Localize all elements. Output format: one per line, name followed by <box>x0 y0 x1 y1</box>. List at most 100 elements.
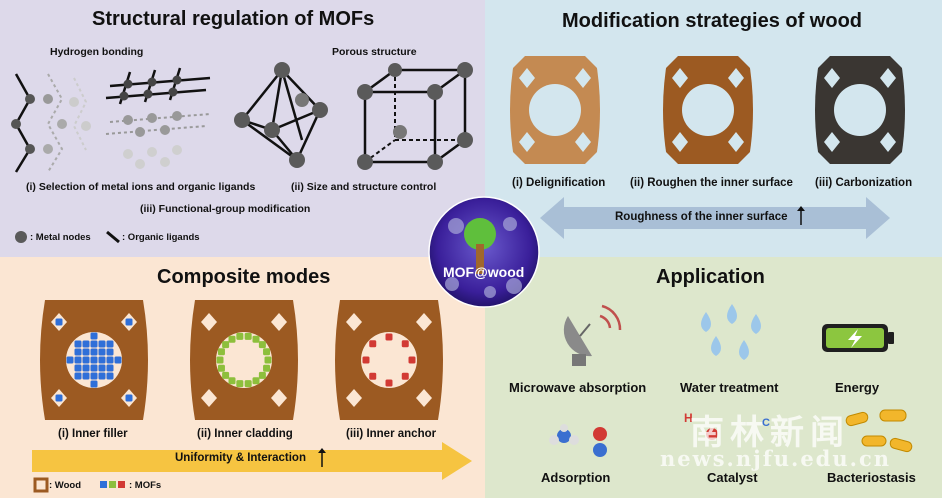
inner-anchor-figure <box>335 300 443 420</box>
bacteria-icon <box>845 409 913 453</box>
mof-particle-red <box>408 356 416 364</box>
mof-particle-green <box>244 332 252 340</box>
mof-particle-blue <box>106 372 114 380</box>
mof-particle-blue <box>74 340 82 348</box>
mof-particle-blue <box>90 356 98 364</box>
mof-particle-green <box>216 356 224 364</box>
mof-particle-blue <box>82 340 90 348</box>
mof-particle-blue <box>90 372 98 380</box>
catalyst-molecules-icon: H C <box>684 411 770 440</box>
application-item-microwave: Microwave absorption <box>509 380 647 395</box>
application-item-water: Water treatment <box>680 380 779 395</box>
hydrogen-bond-chains-figure <box>11 73 91 173</box>
mof-particle-blue <box>98 372 106 380</box>
mof-particle-green <box>222 371 230 379</box>
mof-particle-blue <box>55 318 63 326</box>
mof-particle-blue <box>98 340 106 348</box>
mof-particle-green <box>217 348 225 356</box>
mof-particle-green <box>264 356 272 364</box>
uniformity-up-arrow-icon <box>318 448 326 467</box>
mof-particle-blue <box>82 372 90 380</box>
battery-icon <box>822 324 894 352</box>
mof-particle-green <box>217 364 225 372</box>
mofs-legend-label: : MOFs <box>129 480 162 491</box>
carbonized-wood-figure <box>810 56 910 164</box>
mof-particle-green <box>244 380 252 388</box>
mof-particle-blue <box>106 364 114 372</box>
wood-item-carbonization: (iii) Carbonization <box>815 177 913 189</box>
mof-particle-blue <box>90 332 98 340</box>
mof-particle-green <box>236 380 244 388</box>
application-item-adsorption: Adsorption <box>541 470 611 485</box>
svg-text:C: C <box>762 417 770 429</box>
mof-particle-green <box>228 335 236 343</box>
mof-particle-blue <box>106 340 114 348</box>
mof-particle-green <box>263 364 271 372</box>
mof-particle-blue <box>125 394 133 402</box>
delignified-wood-figure <box>505 56 605 164</box>
mof-particle-blue <box>82 356 90 364</box>
mof-wood-center-circle <box>428 196 540 308</box>
wood-legend-icon <box>33 477 49 493</box>
mof-particle-blue <box>82 348 90 356</box>
inner-cladding-figure <box>190 300 298 420</box>
mof-particle-blue <box>74 348 82 356</box>
porous-structure-label: Porous structure <box>332 46 417 58</box>
organic-ligand-legend-icon <box>106 230 120 244</box>
wood-item-delignification: (i) Delignification <box>512 177 606 189</box>
mof-particle-blue <box>55 394 63 402</box>
mof-particle-blue <box>90 364 98 372</box>
layered-framework-figure <box>105 67 211 169</box>
mof-particle-red <box>385 333 393 341</box>
mofs-title: Structural regulation of MOFs <box>92 8 375 30</box>
mof-particle-red <box>369 372 377 380</box>
composite-title: Composite modes <box>157 266 331 288</box>
watermark-chinese: 南林新闻 <box>690 413 850 453</box>
octahedron-structure-figure <box>234 62 328 168</box>
inner-filler-figure <box>40 300 148 420</box>
mof-particle-red <box>369 340 377 348</box>
wood-title: Modification strategies of wood <box>562 10 863 32</box>
mof-particle-blue <box>98 348 106 356</box>
mof-particle-blue <box>66 356 74 364</box>
watermark-url: news.njfu.edu.cn <box>660 446 891 471</box>
mof-particle-blue <box>90 348 98 356</box>
mof-particle-blue <box>125 318 133 326</box>
hydrogen-bonding-label: Hydrogen bonding <box>50 46 144 58</box>
mof-particle-green <box>263 348 271 356</box>
uniformity-arrow <box>32 442 472 480</box>
roughened-wood-figure <box>658 56 758 164</box>
composite-item-anchor: (iii) Inner anchor <box>346 428 437 440</box>
application-item-energy: Energy <box>835 380 880 395</box>
center-label: MOF@wood <box>443 264 525 280</box>
mof-particle-green <box>228 377 236 385</box>
mof-particle-blue <box>90 340 98 348</box>
metal-nodes-legend-label: : Metal nodes <box>30 232 91 243</box>
mof-particle-red <box>385 379 393 387</box>
roughness-up-arrow-icon <box>797 206 805 225</box>
mof-particle-green <box>258 371 266 379</box>
mof-particle-red <box>401 340 409 348</box>
uniformity-arrow-label: Uniformity & Interaction <box>175 452 306 464</box>
mof-particle-green <box>236 332 244 340</box>
mof-particle-blue <box>90 380 98 388</box>
mof-particle-blue <box>82 364 90 372</box>
mof-particle-green <box>252 377 260 385</box>
mof-particle-blue <box>98 364 106 372</box>
mof-particle-blue <box>106 348 114 356</box>
organic-ligands-legend-label: : Organic ligands <box>122 232 200 243</box>
wood-item-roughen: (ii) Roughen the inner surface <box>630 177 793 189</box>
molecule-icon <box>549 424 607 457</box>
satellite-dish-icon <box>563 304 622 366</box>
mof-particle-blue <box>74 356 82 364</box>
mof-particle-red <box>362 356 370 364</box>
composite-item-filler: (i) Inner filler <box>58 428 128 440</box>
mofs-caption-2: (ii) Size and structure control <box>291 181 437 193</box>
roughness-arrow-label: Roughness of the inner surface <box>615 211 788 223</box>
water-drops-icon <box>701 304 761 360</box>
mof-particle-red <box>401 372 409 380</box>
application-item-catalyst: Catalyst <box>707 470 758 485</box>
application-item-bacteriostasis: Bacteriostasis <box>827 470 916 485</box>
mof-particle-blue <box>74 364 82 372</box>
